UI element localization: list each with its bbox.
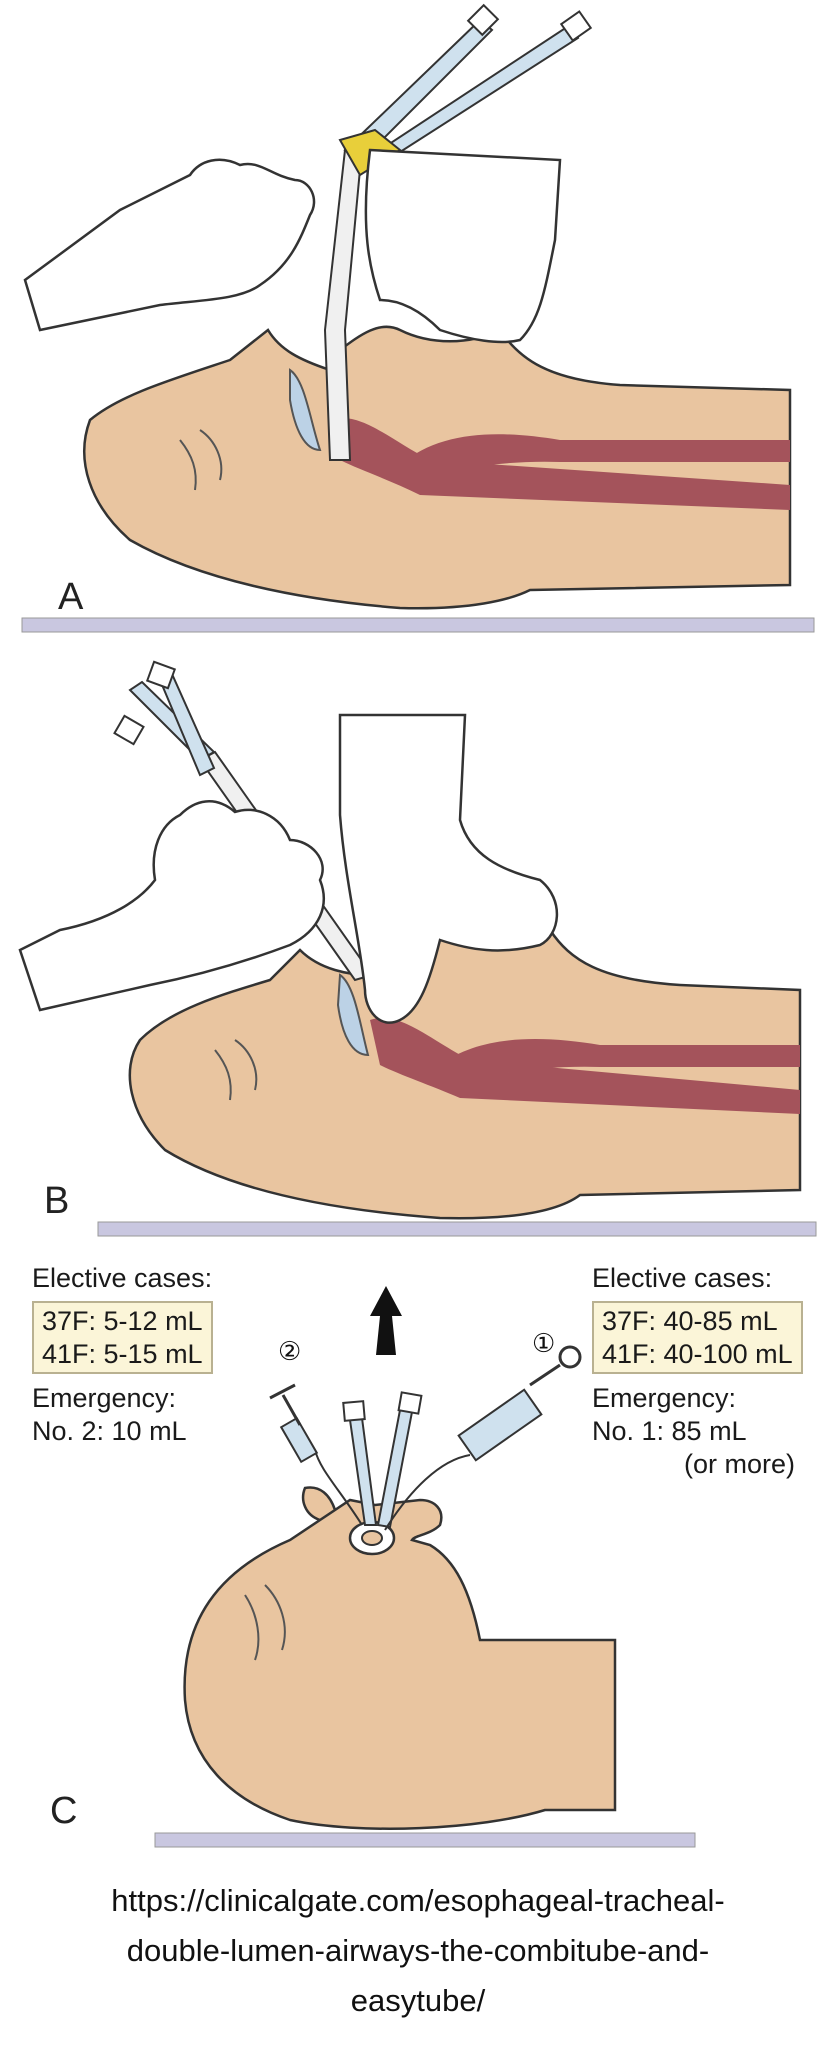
caption-line-3: easytube/	[350, 1983, 486, 2018]
right-emergency-value: No. 1: 85 mL	[592, 1416, 747, 1446]
panel-label-b: B	[44, 1180, 70, 1222]
caption-line-2: double-lumen-airways-the-combitube-and-	[126, 1933, 710, 1968]
panel-a-airway	[330, 418, 790, 510]
right-volume-box: 37F: 40-85 mL 41F: 40-100 mL	[592, 1301, 803, 1374]
panel-b-table	[97, 1221, 817, 1237]
panel-c-plunger-ring	[558, 1345, 582, 1369]
panel-c-small-syringe	[279, 1416, 319, 1464]
right-elective-heading: Elective cases:	[592, 1263, 773, 1293]
panel-b-ear-line	[214, 1049, 232, 1101]
left-elective-heading: Elective cases:	[32, 1263, 213, 1293]
panel-a-tongue	[289, 368, 322, 452]
source-caption: https://clinicalgate.com/esophageal-trac…	[0, 1876, 836, 2026]
panel-c-connector-1	[342, 1400, 366, 1422]
panel-c-head	[183, 1486, 617, 1830]
panel-a-illustration	[21, 3, 815, 633]
panel-c-small-plunger	[281, 1394, 302, 1426]
panel-b-tongue	[336, 973, 370, 1057]
panel-a-ear-line	[179, 439, 197, 491]
up-arrow-icon	[370, 1286, 402, 1355]
panel-b-airway	[370, 1018, 800, 1114]
panel-a-connector-2	[559, 10, 593, 42]
left-emergency-heading: Emergency:	[32, 1383, 177, 1413]
panel-b-ear	[234, 1039, 258, 1091]
panel-c-pilot-line-1	[384, 1454, 471, 1531]
right-volume-37f: 37F: 40-85 mL	[602, 1306, 778, 1336]
right-emergency-heading: Emergency:	[592, 1383, 737, 1413]
panel-c-small-plunger-cap	[269, 1383, 296, 1400]
panel-label-a: A	[58, 576, 84, 618]
panel-a-connector-1	[466, 3, 500, 37]
panel-b-connector-1	[113, 714, 145, 746]
panel-a-hand	[23, 158, 316, 332]
panel-c-tube-lumen	[361, 1530, 383, 1546]
cuff-2-marker: ②	[278, 1337, 301, 1367]
right-info-block: Elective cases: 37F: 40-85 mL 41F: 40-10…	[592, 1262, 803, 1481]
panel-c-connector-2	[397, 1391, 423, 1415]
panel-a-table	[21, 617, 815, 633]
right-volume-41f: 41F: 40-100 mL	[602, 1339, 793, 1369]
panel-c-ear	[264, 1584, 286, 1651]
left-volume-41f: 41F: 5-15 mL	[42, 1339, 203, 1369]
panel-c-large-syringe	[457, 1388, 543, 1462]
panel-c-ear-line	[244, 1594, 260, 1661]
panel-b-lifting-hand	[338, 713, 559, 1024]
panel-label-c: C	[50, 1790, 78, 1832]
left-volume-box: 37F: 5-12 mL 41F: 5-15 mL	[32, 1301, 213, 1374]
caption-line-1: https://clinicalgate.com/esophageal-trac…	[111, 1883, 725, 1918]
panel-b-illustration	[18, 660, 817, 1237]
right-emergency-note: (or more)	[684, 1449, 796, 1479]
panel-c-large-plunger	[529, 1363, 561, 1387]
left-volume-37f: 37F: 5-12 mL	[42, 1306, 203, 1336]
panel-b-hand	[18, 800, 325, 1012]
panel-b-connector-2	[145, 660, 177, 690]
cuff-1-marker: ①	[532, 1329, 555, 1359]
panel-c-illustration: ② ①	[154, 1286, 696, 1848]
panel-a-lifting-hand	[364, 148, 562, 344]
panel-c-table	[154, 1832, 696, 1848]
left-info-block: Elective cases: 37F: 5-12 mL 41F: 5-15 m…	[32, 1262, 213, 1448]
left-emergency-value: No. 2: 10 mL	[32, 1416, 187, 1446]
panel-a-ear	[199, 429, 223, 481]
panel-c-pilot-line-2	[314, 1449, 363, 1526]
